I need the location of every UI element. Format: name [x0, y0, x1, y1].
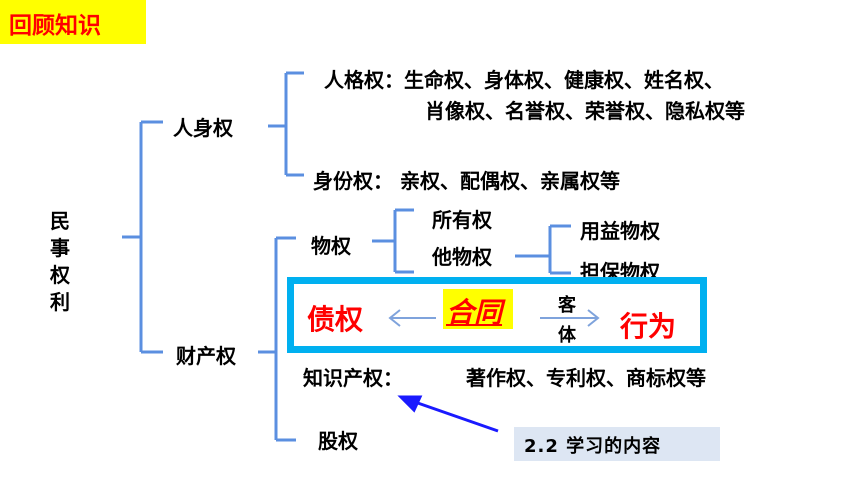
- other-real-rights-label: 他物权: [432, 245, 492, 269]
- contract-highlight: [443, 289, 513, 329]
- object-label-bottom: 体: [558, 325, 576, 346]
- real-rights-label: 物权: [311, 234, 351, 258]
- contract-label: 合同: [446, 296, 503, 329]
- equity-label: 股权: [318, 429, 358, 453]
- personality-rights-line1: 人格权：生命权、身体权、健康权、姓名权、: [324, 68, 724, 92]
- learning-content-badge: [514, 427, 720, 461]
- learning-content-text: 2.2 学习的内容: [524, 436, 662, 457]
- act-label: 行为: [620, 310, 677, 343]
- usufruct-label: 用益物权: [580, 219, 660, 243]
- ip-rights-items: 著作权、专利权、商标权等: [466, 366, 706, 390]
- debt-rights-frame: [287, 277, 707, 353]
- root-char-1: 民: [50, 209, 70, 233]
- personal-rights-label: 人身权: [173, 116, 233, 140]
- page-title: 回顾知识: [9, 13, 101, 39]
- personality-rights-line2: 肖像权、名誉权、荣誉权、隐私权等: [425, 99, 745, 123]
- root-char-2: 事: [50, 236, 70, 260]
- ownership-label: 所有权: [432, 208, 492, 232]
- debt-rights-label: 债权: [307, 303, 364, 336]
- property-rights-label: 财产权: [176, 344, 236, 368]
- ip-rights-label: 知识产权：: [303, 366, 403, 390]
- object-label-top: 客: [558, 295, 576, 316]
- root-char-4: 利: [50, 290, 70, 314]
- root-char-3: 权: [50, 263, 70, 287]
- title-banner: [0, 0, 146, 44]
- status-rights-label: 身份权： 亲权、配偶权、亲属权等: [313, 169, 620, 193]
